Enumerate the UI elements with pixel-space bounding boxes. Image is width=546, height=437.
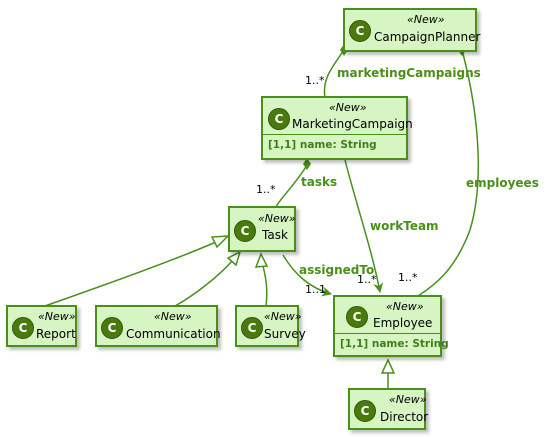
class-report[interactable]: C «New» Report [6,305,77,347]
generalization-triangle-director [380,358,396,374]
multiplicity-assigned-to: 1..1 [305,283,326,296]
class-header: C «New» Task [230,208,296,250]
stereotype-label: «New» [264,310,302,323]
class-director[interactable]: C «New» Director [348,388,428,430]
association-label-work-team: workTeam [370,219,439,233]
class-attribute: [1,1] name: String [268,139,377,151]
class-name: Director [380,410,429,424]
edge-report-generalization [44,241,217,307]
class-name: Survey [264,327,306,341]
edge-employees [417,49,479,297]
multiplicity-employees: 1..* [398,271,418,284]
class-task[interactable]: C «New» Task [228,206,296,252]
association-label-employees: employees [466,176,539,190]
class-header: C «New» Director [350,390,428,428]
multiplicity-marketing-campaigns: 1..* [305,74,325,87]
class-icon: C [101,317,123,339]
class-attribute: [1,1] name: String [340,338,449,350]
class-icon: C [234,220,256,242]
generalization-triangle-communication [226,250,242,267]
stereotype-label: «New» [386,300,424,313]
stereotype-label: «New» [407,13,445,26]
class-name: MarketingCampaign [292,117,413,131]
class-icon: C [268,108,290,130]
composition-diamond-tasks [303,158,311,170]
multiplicity-tasks: 1..* [256,183,276,196]
class-icon: C [354,400,376,422]
class-header: C «New» Report [8,307,76,345]
class-icon: C [241,317,263,339]
class-name: Employee [373,316,433,330]
edge-survey-generalization [262,265,268,307]
stereotype-label: «New» [258,212,296,225]
class-marketing-campaign[interactable]: C «New» MarketingCampaign [1,1] name: St… [261,96,413,160]
multiplicity-work-team: 1..* [357,273,377,286]
stereotype-label: «New» [329,101,367,114]
generalization-triangle-report [210,235,230,249]
class-header: C «New» Employee [335,297,440,334]
edge-assigned-to [282,254,332,297]
class-name: CampaignPlanner [374,30,481,44]
edge-work-team [344,159,384,293]
edge-communication-generalization [174,259,234,307]
edge-marketing-campaigns [323,49,345,99]
class-icon: C [349,20,371,42]
class-communication[interactable]: C «New» Communication [95,305,221,347]
class-campaign-planner[interactable]: C «New» CampaignPlanner [343,8,480,52]
stereotype-label: «New» [154,310,192,323]
class-header: C «New» CampaignPlanner [345,10,480,50]
stereotype-label: «New» [38,310,76,323]
class-header: C «New» MarketingCampaign [263,98,413,135]
class-header: C «New» Communication [97,307,221,345]
association-label-marketing-campaigns: marketingCampaigns [337,66,481,80]
class-employee[interactable]: C «New» Employee [1,1] name: String [333,295,449,357]
class-icon: C [12,317,34,339]
class-header: C «New» Survey [237,307,306,345]
stereotype-label: «New» [389,393,427,406]
class-icon: C [346,306,368,328]
class-name: Task [262,228,288,242]
edge-tasks [274,164,308,209]
association-label-assigned-to: assignedTo [299,263,375,277]
association-label-tasks: tasks [301,175,338,189]
class-name: Communication [126,327,221,341]
generalization-triangle-survey [254,252,269,268]
class-name: Report [36,327,76,341]
class-survey[interactable]: C «New» Survey [235,305,306,347]
